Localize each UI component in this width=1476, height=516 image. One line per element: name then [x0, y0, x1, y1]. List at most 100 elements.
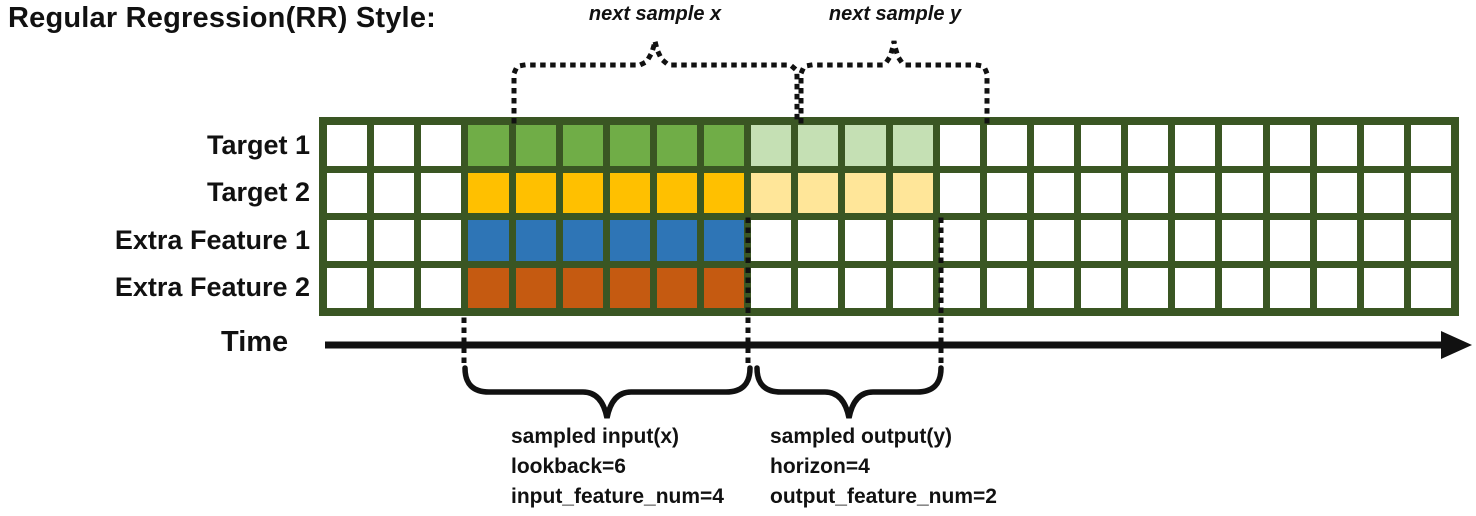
grid-cell [1128, 125, 1169, 166]
grid-cell [468, 125, 509, 166]
grid-cell [1363, 125, 1404, 166]
grid-cell [515, 220, 556, 261]
row-label-target-1: Target 1 [206, 130, 310, 160]
grid-cell [986, 220, 1027, 261]
sampled-output-brace [754, 365, 944, 419]
diagram-title: Regular Regression(RR) Style: [8, 2, 436, 34]
grid-cell [751, 267, 792, 308]
grid-cell [562, 220, 603, 261]
grid-cell [421, 125, 462, 166]
grid-cell [704, 172, 745, 213]
grid-cell [939, 172, 980, 213]
row-label-extra-feature-1: Extra Feature 1 [114, 225, 310, 255]
grid-cell [704, 125, 745, 166]
grid-cell [1222, 267, 1263, 308]
grid-cell [515, 267, 556, 308]
next-sample-y-label: next sample y [828, 3, 962, 25]
sampled-input-brace [462, 365, 753, 419]
grid-cell [845, 220, 886, 261]
grid-cell [1081, 220, 1122, 261]
input-feature-num-value: input_feature_num=4 [511, 485, 724, 508]
grid-cell [892, 267, 933, 308]
sample-grid [319, 117, 1459, 316]
grid-cell [656, 267, 697, 308]
grid-cell [751, 172, 792, 213]
sampled-output-title: sampled output(y) [770, 425, 952, 448]
horizon-value: horizon=4 [770, 455, 870, 478]
grid-cell [609, 220, 650, 261]
grid-cell [421, 220, 462, 261]
grid-cell [468, 172, 509, 213]
grid-cell [656, 125, 697, 166]
grid-cell [1128, 220, 1169, 261]
row-label-target-2: Target 2 [206, 177, 310, 207]
grid-cell [327, 267, 368, 308]
grid-cell [1316, 172, 1357, 213]
row-label-extra-feature-2: Extra Feature 2 [114, 272, 310, 302]
grid-cell [374, 267, 415, 308]
grid-cell [421, 267, 462, 308]
grid-cell [1081, 125, 1122, 166]
grid-cell [609, 172, 650, 213]
grid-cell [1410, 267, 1451, 308]
grid-cell [374, 125, 415, 166]
grid-cell [1410, 125, 1451, 166]
grid-cell [1316, 125, 1357, 166]
lookback-value: lookback=6 [511, 455, 626, 478]
grid-cell [1269, 172, 1310, 213]
grid-cell [751, 125, 792, 166]
grid-cell [845, 267, 886, 308]
next-sample-x-brace [511, 40, 800, 124]
next-sample-x-label: next sample x [588, 3, 722, 25]
grid-cell [609, 125, 650, 166]
grid-cell [1269, 125, 1310, 166]
grid-cell [939, 125, 980, 166]
grid-cell [986, 125, 1027, 166]
grid-cell [845, 172, 886, 213]
sampled-output-caption: sampled output(y) horizon=4 output_featu… [770, 422, 997, 512]
grid-cell [515, 172, 556, 213]
grid-cell [1175, 220, 1216, 261]
grid-cell [892, 172, 933, 213]
grid-cell [562, 125, 603, 166]
grid-cell [327, 125, 368, 166]
grid-cell [1033, 125, 1074, 166]
grid-cell [892, 125, 933, 166]
grid-cell [1033, 267, 1074, 308]
grid-cell [751, 220, 792, 261]
grid-cell [468, 220, 509, 261]
grid-cell [1363, 172, 1404, 213]
grid-cell [798, 125, 839, 166]
sampled-input-title: sampled input(x) [511, 425, 680, 448]
grid-cell [1316, 267, 1357, 308]
grid-cell [1081, 267, 1122, 308]
grid-cell [1175, 125, 1216, 166]
grid-cell [1316, 220, 1357, 261]
grid-cell [562, 267, 603, 308]
grid-cell [656, 220, 697, 261]
grid-cell [798, 220, 839, 261]
grid-cell [1222, 220, 1263, 261]
grid-cell [1175, 172, 1216, 213]
grid-cell [468, 267, 509, 308]
grid-cell [609, 267, 650, 308]
grid-cell [704, 220, 745, 261]
grid-cell [986, 172, 1027, 213]
grid-cell [892, 220, 933, 261]
grid-cell [1128, 172, 1169, 213]
grid-cell [374, 220, 415, 261]
grid-cell [1222, 125, 1263, 166]
output-feature-num-value: output_feature_num=2 [770, 485, 997, 508]
time-label: Time [221, 326, 289, 358]
time-axis-arrowhead [1441, 331, 1472, 359]
next-sample-y-brace [798, 40, 990, 124]
grid-cell [562, 172, 603, 213]
grid-cell [798, 172, 839, 213]
grid-cell [421, 172, 462, 213]
grid-cell [1175, 267, 1216, 308]
grid-cell [1269, 267, 1310, 308]
grid-cell [327, 172, 368, 213]
grid-cell [1222, 172, 1263, 213]
grid-cell [1269, 220, 1310, 261]
